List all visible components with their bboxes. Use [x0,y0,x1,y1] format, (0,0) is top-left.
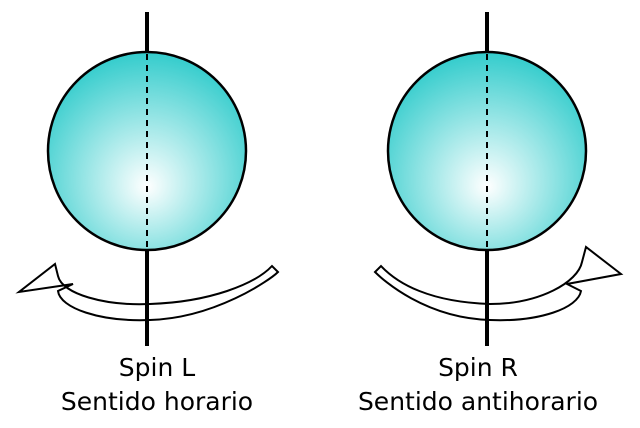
spin-l-direction-label: Sentido horario [61,387,253,416]
spin-r-direction-label: Sentido antihorario [358,387,598,416]
clockwise-arrow-icon [15,262,280,322]
spin-l-label: Spin L [119,353,195,382]
counterclockwise-arrow-icon [373,245,624,322]
spin-l-panel: Spin L Sentido horario [15,12,280,416]
spin-r-panel: Spin R Sentido antihorario [358,12,624,416]
spin-r-label: Spin R [438,353,518,382]
